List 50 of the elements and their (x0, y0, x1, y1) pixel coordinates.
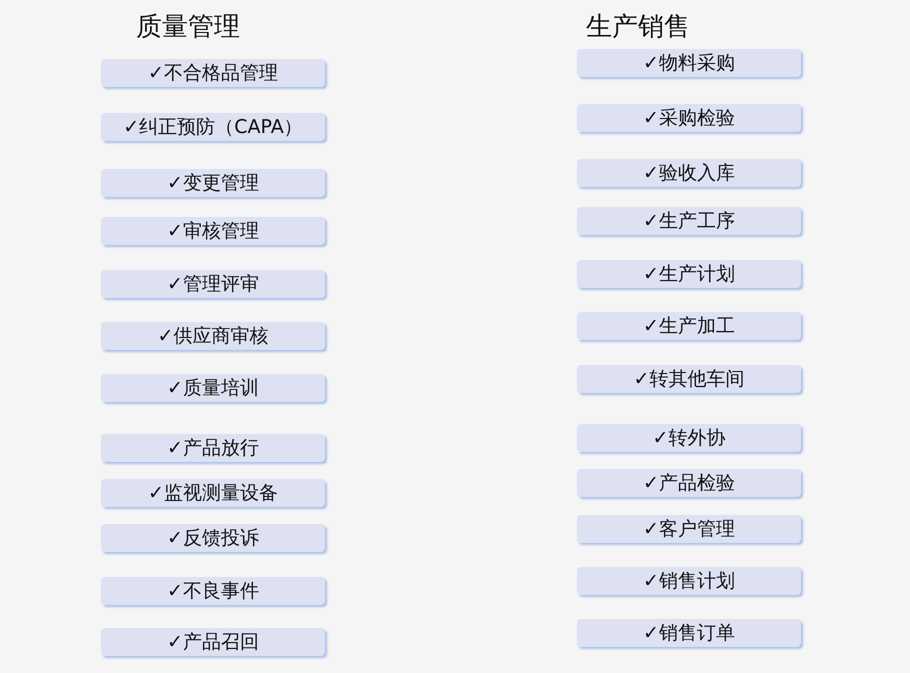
module-box (101, 524, 325, 552)
module-label: ✓客户管理 (643, 518, 735, 540)
module-box (577, 104, 801, 132)
module-label: ✓管理评审 (167, 273, 259, 295)
module-box (101, 577, 325, 605)
module-label: ✓监视测量设备 (148, 482, 278, 504)
module-label: ✓验收入库 (643, 162, 735, 184)
module-label: ✓生产工序 (643, 210, 735, 232)
module-label: ✓销售订单 (643, 622, 735, 644)
module-box (577, 312, 801, 340)
module-box (577, 515, 801, 543)
module-label: ✓质量培训 (167, 377, 259, 399)
module-box (101, 113, 325, 141)
module-box (101, 322, 325, 350)
module-box (577, 159, 801, 187)
module-box (101, 217, 325, 245)
module-label: ✓产品放行 (167, 437, 259, 459)
module-label: ✓不良事件 (167, 580, 259, 602)
module-box (577, 619, 801, 647)
column-heading: 质量管理 (136, 11, 240, 43)
module-box (101, 434, 325, 462)
module-label: ✓采购检验 (643, 107, 735, 129)
module-box (577, 469, 801, 497)
module-label: ✓销售计划 (643, 570, 735, 592)
module-box (577, 424, 801, 452)
module-box (577, 49, 801, 77)
module-box (577, 207, 801, 235)
module-label: ✓生产加工 (643, 315, 735, 337)
module-label: ✓物料采购 (643, 52, 735, 74)
module-label: ✓不合格品管理 (148, 62, 278, 84)
module-box (577, 260, 801, 288)
module-box (101, 59, 325, 87)
module-box (101, 270, 325, 298)
module-box (101, 628, 325, 656)
column-heading: 生产销售 (586, 11, 690, 43)
module-box (101, 374, 325, 402)
module-box (577, 365, 801, 393)
module-label: ✓产品检验 (643, 472, 735, 494)
module-label: ✓转外协 (652, 427, 726, 449)
module-label: ✓供应商审核 (158, 325, 268, 347)
module-label: ✓生产计划 (643, 263, 735, 285)
module-box (101, 169, 325, 197)
module-box (577, 567, 801, 595)
module-label: ✓产品召回 (167, 631, 259, 653)
module-label: ✓变更管理 (167, 172, 259, 194)
module-label: ✓转其他车间 (634, 368, 744, 390)
module-label: ✓纠正预防（CAPA） (123, 116, 303, 138)
module-box (101, 479, 325, 507)
module-label: ✓反馈投诉 (167, 527, 259, 549)
module-label: ✓审核管理 (167, 220, 259, 242)
